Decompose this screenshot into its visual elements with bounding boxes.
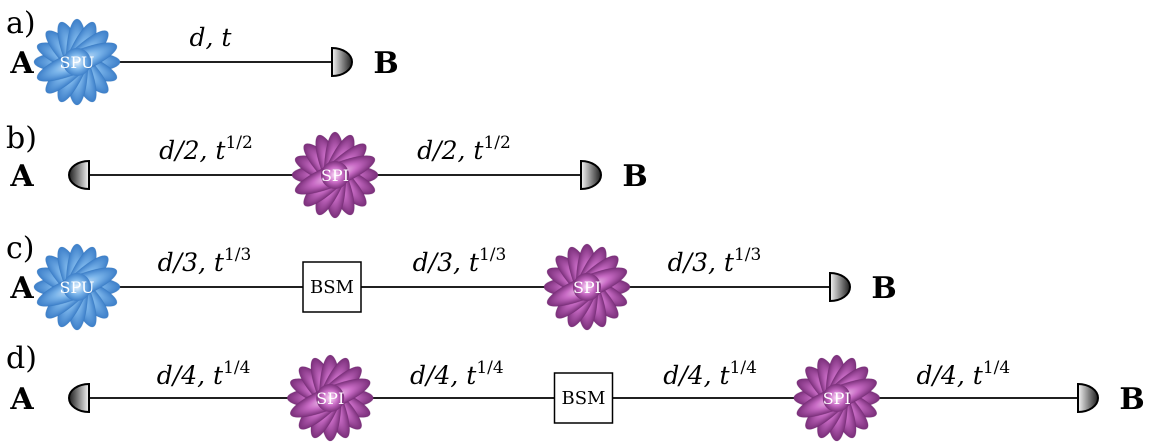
panel-label: c) [6, 231, 35, 266]
spi-source: SPI [286, 354, 374, 442]
link-label: d/4, t1/4 [410, 358, 504, 390]
node-a-label: A [9, 382, 34, 417]
node-b-label: B [871, 271, 896, 306]
spi-source: SPI [793, 354, 881, 442]
link-label: d/2, t1/2 [417, 133, 511, 165]
bsm-label: BSM [562, 388, 606, 409]
detector-icon [68, 382, 90, 414]
panel-label: a) [6, 6, 36, 41]
node-b-label: B [373, 46, 398, 81]
detector-icon [1077, 382, 1099, 414]
link-label: d/3, t1/3 [668, 245, 762, 277]
link-label: d/3, t1/3 [158, 245, 252, 277]
detector-icon [829, 271, 851, 303]
detector-icon [68, 159, 90, 191]
node-b-label: B [622, 159, 647, 194]
link-label: d/4, t1/4 [663, 358, 757, 390]
spi-label: SPI [316, 389, 344, 408]
spi-label: SPI [321, 166, 349, 185]
bsm-box: BSM [553, 372, 614, 424]
detector-icon [580, 159, 602, 191]
panel-label: b) [6, 121, 37, 156]
spi-source: SPI [291, 131, 379, 219]
link-label: d/4, t1/4 [157, 358, 251, 390]
spi-source: SPI [543, 243, 631, 331]
panel-a: a) Ad, t SPU B [6, 6, 399, 106]
link-label: d/3, t1/3 [413, 245, 507, 277]
spu-label: SPU [60, 278, 95, 297]
panel-d: d) Ad/4, t1/4 d/4, t1/4 d/4, t1/4 d/4, t1/4S… [6, 341, 1145, 442]
link-label: d/2, t1/2 [159, 133, 253, 165]
spu-label: SPU [60, 53, 95, 72]
spu-source: SPU [33, 243, 121, 331]
bsm-box: BSM [302, 261, 362, 313]
node-a-label: A [9, 159, 34, 194]
node-b-label: B [1119, 382, 1144, 417]
detector-icon [331, 46, 353, 78]
spi-label: SPI [573, 278, 601, 297]
link-label: d, t [190, 23, 233, 52]
node-a-label: A [9, 46, 34, 81]
link-label: d/4, t1/4 [917, 358, 1011, 390]
panel-label: d) [6, 341, 37, 376]
spi-label: SPI [823, 389, 851, 408]
bsm-label: BSM [310, 277, 354, 298]
spu-source: SPU [33, 18, 121, 106]
node-a-label: A [9, 271, 34, 306]
